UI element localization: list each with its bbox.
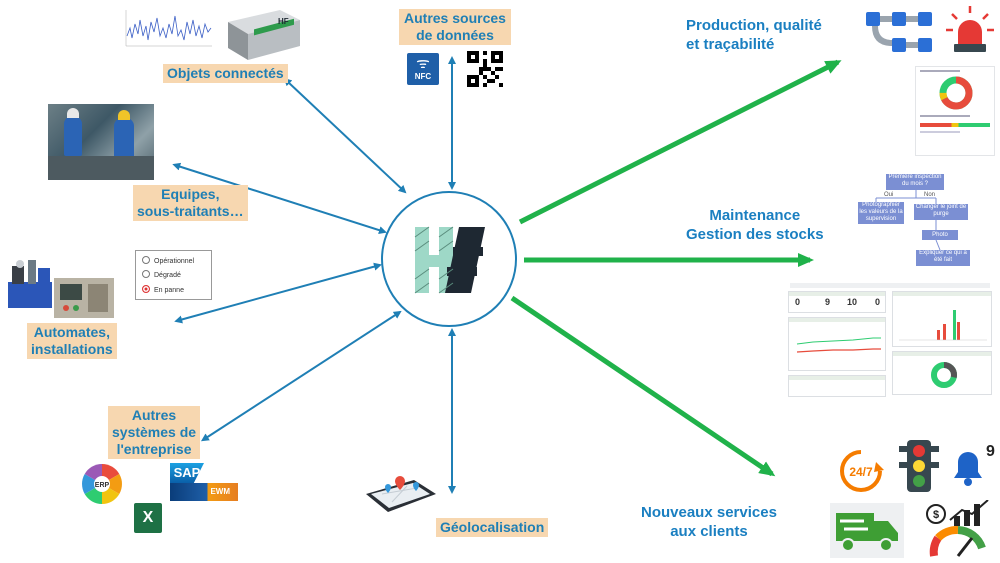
workers-photo — [48, 104, 154, 180]
arrow-automates — [174, 262, 382, 324]
status-option-operationnel[interactable]: Opérationnel — [142, 256, 194, 266]
status-option-en-panne[interactable]: En panne — [142, 285, 184, 295]
excel-icon: X — [134, 503, 162, 533]
status-radio-card: Opérationnel Dégradé En panne — [135, 250, 212, 300]
label-autres-systemes: Autres systèmes de l'entreprise — [108, 406, 201, 459]
status-option-degrade[interactable]: Dégradé — [142, 270, 181, 280]
hydraulic-unit-image — [8, 260, 52, 308]
label-services-line1: Nouveaux services — [641, 504, 777, 521]
label-maintenance: Maintenance Gestion des stocks — [686, 206, 824, 244]
status-label-operationnel: Opérationnel — [154, 258, 195, 265]
iot-device-image: HF — [228, 10, 300, 60]
nfc-icon: ᯤ NFC — [407, 53, 439, 85]
alarm-siren-icon — [946, 6, 994, 52]
hub-circle — [381, 191, 517, 327]
sap-logo: SAP — [170, 463, 204, 483]
notification-bell-icon: 9 — [954, 443, 995, 486]
dashboard-bar-chart — [899, 310, 987, 341]
arrow-objets — [283, 77, 407, 194]
maintenance-dashboard-image: 0 9 10 0 — [786, 283, 996, 398]
hf-logo-icon — [414, 226, 485, 294]
label-production-line1: Production, qualité — [686, 17, 822, 34]
traffic-light-icon — [899, 440, 939, 492]
label-objets-connectes: Objets connectés — [163, 64, 288, 83]
status-label-degrade: Dégradé — [154, 272, 181, 279]
ewm-logo: EWM — [170, 483, 238, 501]
arrow-autres-sys — [200, 310, 402, 442]
excel-label: X — [142, 509, 154, 526]
label-production-line2: et traçabilité — [686, 36, 775, 53]
clock-24-7-icon: 24/7 — [840, 450, 884, 492]
kpi-4: 0 — [875, 297, 881, 307]
radio-unchecked-icon — [142, 256, 150, 264]
flow-step-expliquer: Expliquer ce qui a été fait — [916, 250, 970, 266]
bell-count: 9 — [986, 443, 995, 460]
control-panel-image — [54, 278, 114, 318]
sap-ewm-logo: SAP EWM — [170, 463, 238, 501]
dashboard-bar-card — [892, 291, 992, 347]
maintenance-flowchart: Première inspection du mois ? Oui Non Ph… — [856, 170, 980, 274]
flow-step-photographier: Photographier les valeurs de la supervis… — [858, 202, 904, 224]
dashboard-line-card — [788, 317, 886, 371]
flowchart-connectors — [875, 190, 941, 251]
label-equipes-line1: Equipes, — [161, 186, 220, 202]
label-equipes: Equipes, sous-traitants… — [133, 185, 248, 221]
erp-label: ERP — [95, 482, 110, 489]
label-automates: Automates, installations — [27, 323, 117, 359]
svg-text:$: $ — [933, 509, 939, 521]
label-autres-systemes-line2: systèmes de — [112, 424, 197, 440]
flow-step-photo: Photo — [922, 230, 958, 240]
qr-code-icon — [467, 51, 503, 87]
label-automates-line1: Automates, — [33, 324, 110, 340]
radio-unchecked-icon — [142, 270, 150, 278]
flow-no: Non — [924, 192, 936, 198]
quality-donut-chart — [939, 76, 973, 110]
label-24-7: 24/7 — [849, 465, 873, 479]
label-autres-sources: Autres sources de données — [399, 9, 511, 45]
dashboard-donut-card — [892, 351, 992, 395]
kpi-3: 10 — [847, 297, 858, 307]
dashboard-line-chart — [796, 337, 881, 353]
process-flow-icon — [866, 12, 932, 52]
label-maintenance-line2: Gestion des stocks — [686, 226, 824, 243]
flow-step-joint: Changer le joint de purge — [914, 204, 968, 220]
svg-text:HF: HF — [278, 17, 289, 26]
label-production: Production, qualité et traçabilité — [686, 16, 822, 54]
label-geolocalisation: Géolocalisation — [436, 518, 549, 537]
erp-icon: ERP — [82, 464, 122, 504]
label-automates-line2: installations — [31, 341, 113, 357]
dashboard-donut-chart — [931, 362, 957, 388]
radio-checked-icon — [142, 285, 150, 293]
label-services: Nouveaux services aux clients — [641, 503, 777, 541]
geolocation-phone-image — [366, 476, 436, 512]
dashboard-kpi-card: 0 9 10 0 — [788, 291, 886, 313]
quality-dashboard-image — [915, 66, 995, 156]
label-services-line2: aux clients — [670, 523, 748, 540]
flow-yes: Oui — [884, 192, 894, 198]
label-equipes-line2: sous-traitants… — [137, 203, 244, 219]
kpi-1: 0 — [795, 297, 801, 307]
label-maintenance-line1: Maintenance — [709, 207, 801, 224]
arrow-services — [510, 295, 776, 477]
dashboard-stock-card — [788, 375, 886, 397]
arrow-production — [518, 59, 842, 225]
label-autres-sources-line1: Autres sources — [404, 10, 506, 26]
flow-question: Première inspection du mois ? — [886, 174, 944, 190]
kpi-2: 9 — [825, 297, 831, 307]
growth-gauge-icon: $ — [926, 500, 989, 557]
sensor-chart-image — [122, 6, 214, 52]
delivery-truck-image — [830, 503, 904, 558]
delivery-truck-icon — [836, 513, 898, 552]
label-autres-systemes-line3: l'entreprise — [116, 441, 192, 457]
label-autres-systemes-line1: Autres — [131, 407, 177, 423]
arrow-equipes — [172, 162, 387, 234]
nfc-label: NFC — [414, 72, 432, 81]
label-autres-sources-line2: de données — [416, 27, 494, 43]
status-label-en-panne: En panne — [154, 287, 184, 294]
